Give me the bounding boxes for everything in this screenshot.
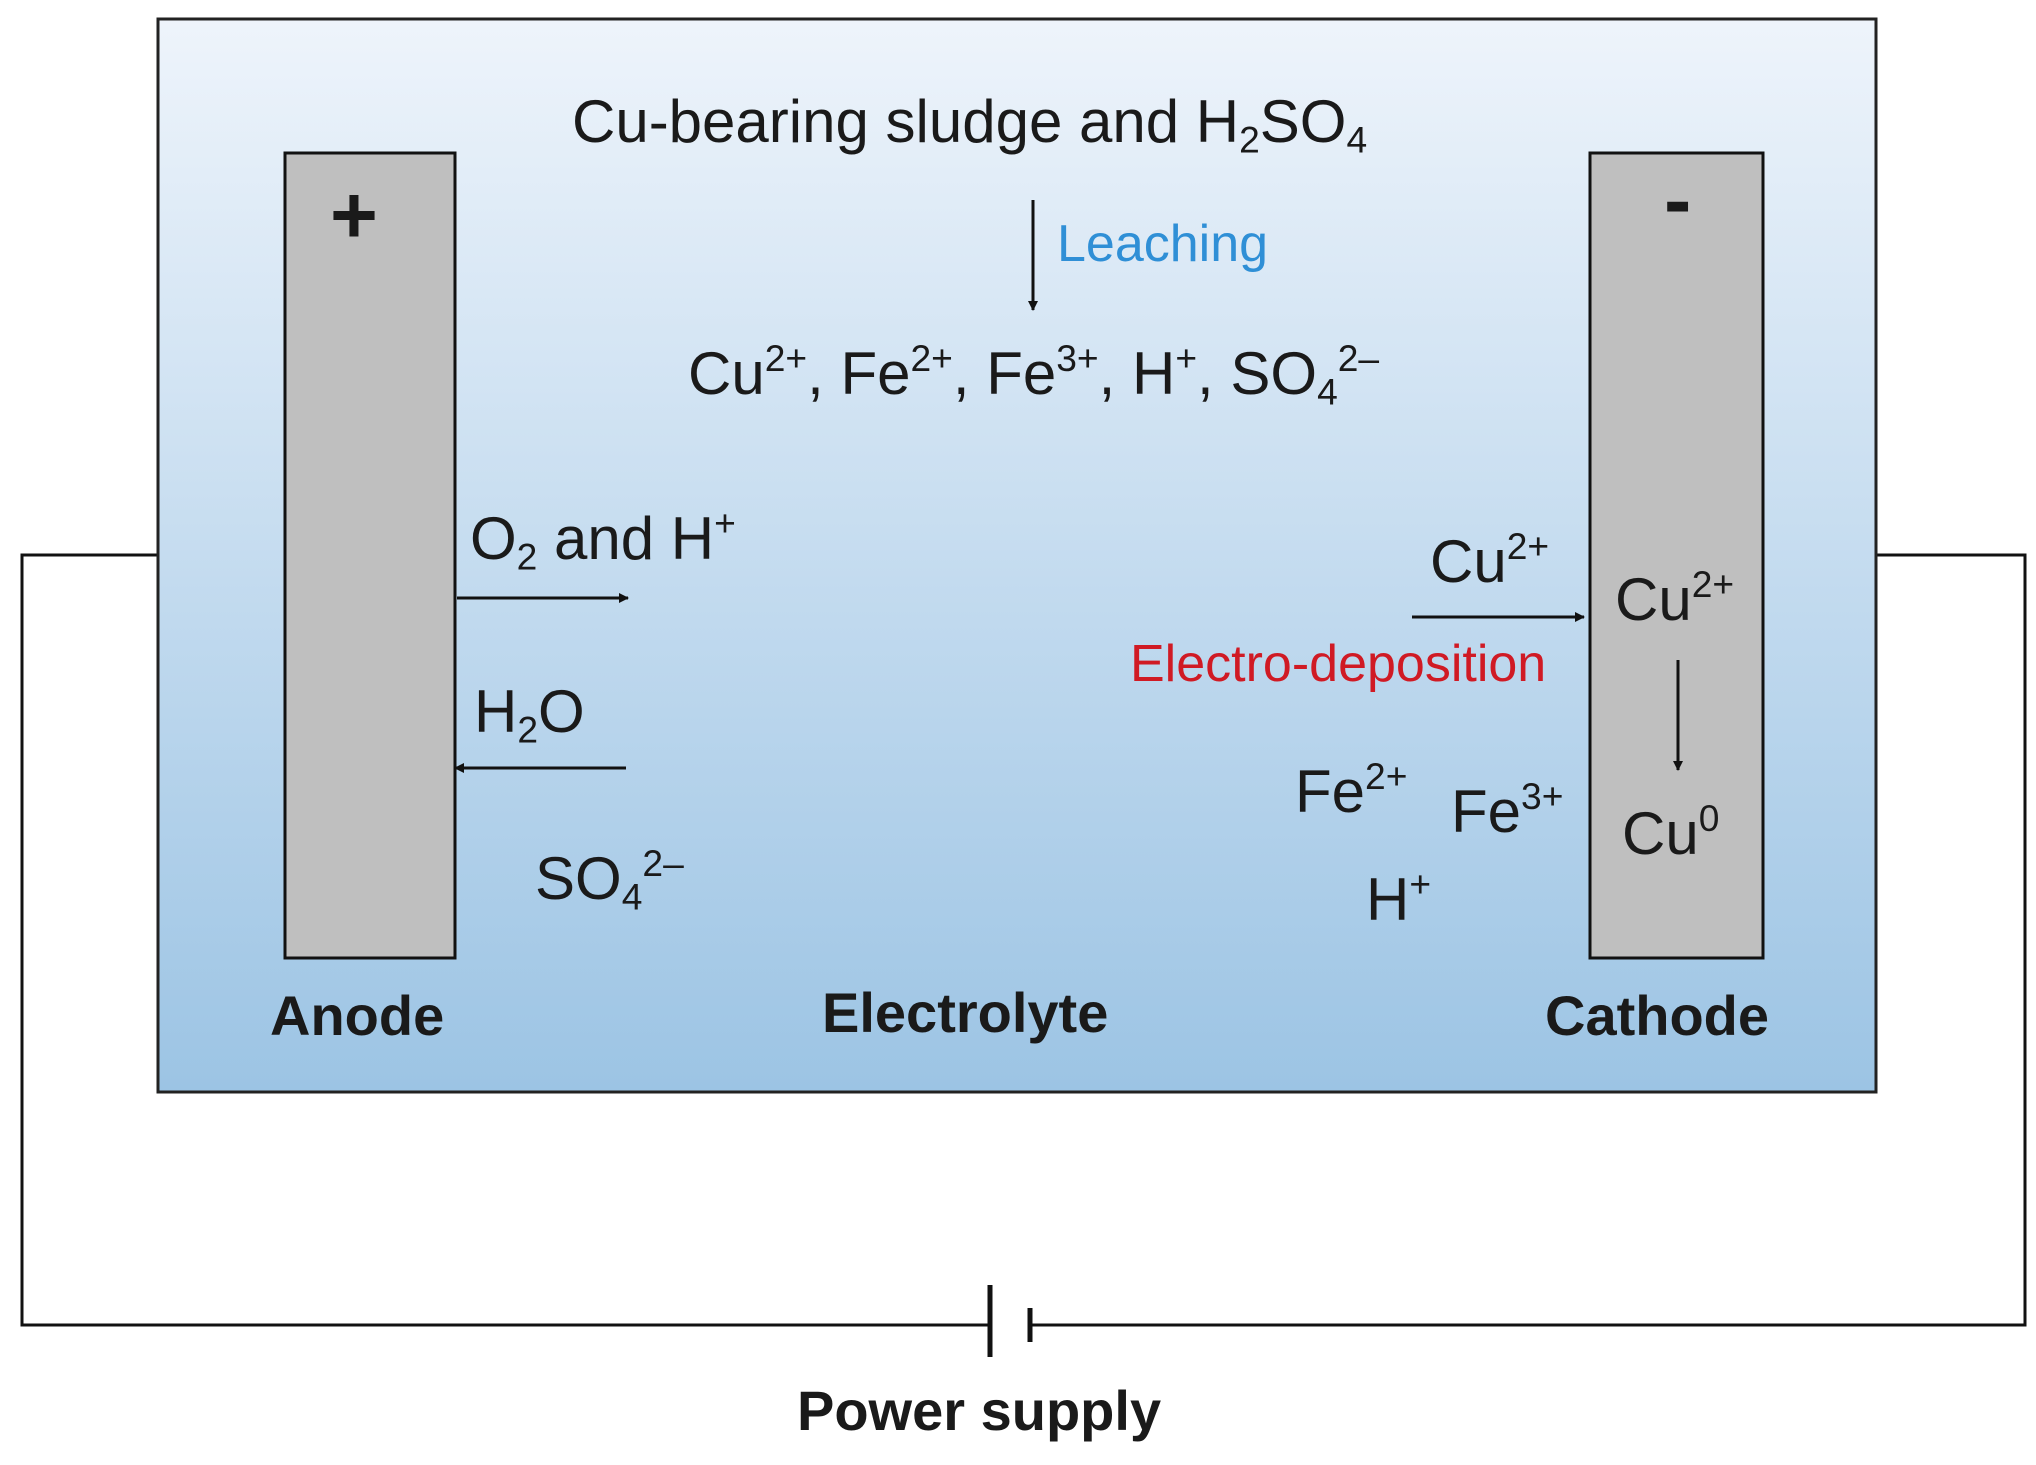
so4-charge: 2–	[642, 842, 684, 884]
feed-label: Cu-bearing sludge and H2SO4	[572, 92, 1367, 159]
ion-text: , SO	[1197, 340, 1318, 408]
ion-charge: 2+	[910, 337, 953, 379]
circuit-wire	[20, 553, 990, 1327]
cu-text: Cu	[1622, 800, 1699, 868]
cu-text: Cu	[1615, 566, 1692, 634]
cu-charge: 0	[1698, 797, 1720, 839]
h-charge: +	[714, 502, 736, 544]
ion-text: , Fe	[807, 340, 911, 408]
o2-sub: 2	[516, 535, 538, 578]
deposited-copper: Cu0	[1622, 797, 1720, 868]
cathode-surface-cu: Cu2+	[1615, 563, 1735, 634]
anode-label: Anode	[270, 984, 445, 1047]
h2o-text: H	[474, 678, 518, 745]
leached-ions: Cu2+, Fe2+, Fe3+, H+, SO42–	[688, 337, 1380, 413]
h2o-o: O	[538, 678, 585, 745]
h-charge: +	[1409, 863, 1432, 905]
anode-products: O2 and H+	[470, 502, 736, 578]
ion-charge: +	[1175, 337, 1198, 379]
cathode-label: Cathode	[1545, 984, 1769, 1047]
ion-text: , Fe	[952, 340, 1057, 408]
fe-text: Fe	[1451, 778, 1522, 846]
anode-electrode	[283, 151, 457, 960]
so4-text: SO	[535, 845, 622, 913]
ion-sub: 4	[1317, 370, 1338, 413]
ion-charge: 2+	[764, 337, 808, 379]
electrolyte-label: Electrolyte	[822, 981, 1109, 1044]
cu-text: Cu	[1430, 528, 1507, 596]
ion-text: , H	[1098, 340, 1176, 408]
hydrogen-ion: H+	[1366, 863, 1432, 934]
anode-sign: +	[330, 170, 378, 261]
power-supply-label: Power supply	[797, 1379, 1162, 1442]
so4-sub: 4	[621, 875, 643, 918]
water-reactant: H2O	[474, 682, 585, 749]
ion-charge: 3+	[1056, 337, 1099, 379]
ferric-ion: Fe3+	[1451, 775, 1564, 846]
ion-charge: 2–	[1337, 337, 1380, 379]
ion-text: Cu	[688, 340, 765, 408]
cathode-electrode	[1588, 151, 1765, 960]
electrodeposition-label: Electro-deposition	[1130, 635, 1547, 693]
fe-text: Fe	[1295, 758, 1366, 826]
cathode-incoming-cu: Cu2+	[1430, 525, 1550, 596]
cu-charge: 2+	[1691, 563, 1735, 605]
h-text: H	[1366, 866, 1410, 934]
fe-charge: 2+	[1365, 755, 1408, 797]
cu-charge: 2+	[1506, 525, 1550, 567]
ferrous-ion: Fe2+	[1295, 755, 1408, 826]
feed-sub: 2	[1239, 118, 1260, 161]
sulfate-ion: SO42–	[535, 842, 684, 918]
circuit-wire-right	[1030, 553, 2027, 1327]
feed-text: Cu-bearing sludge and H	[572, 88, 1240, 155]
fe-charge: 3+	[1521, 775, 1564, 817]
o2-rest: and H	[537, 505, 715, 573]
leaching-label: Leaching	[1057, 215, 1269, 273]
feed-sub4: 4	[1346, 118, 1368, 161]
cathode-sign: -	[1664, 155, 1692, 246]
o2-text: O	[470, 505, 517, 573]
feed-tail: SO	[1259, 88, 1347, 155]
h2o-sub: 2	[517, 708, 539, 751]
